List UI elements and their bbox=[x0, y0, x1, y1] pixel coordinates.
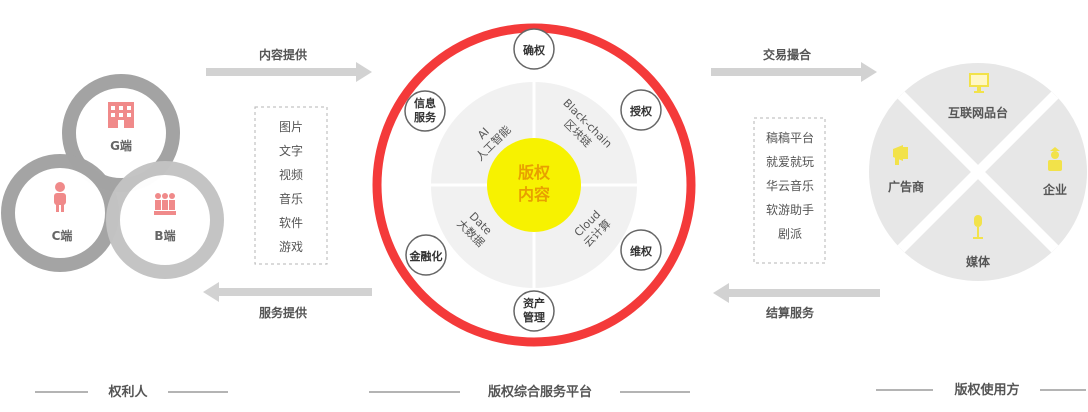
platform-list-item: 剧派 bbox=[778, 227, 802, 241]
node-confirm-rights: 确权 bbox=[513, 28, 555, 70]
quadrant-internet-platform-label: 互联网品台 bbox=[948, 105, 1008, 120]
settlement-arrow-head bbox=[713, 283, 729, 303]
content-type-item: 软件 bbox=[279, 216, 303, 230]
right-flow: 交易撮合 稿稿平台 就爱就玩 华云音乐 软游助手 剧派 结算服务 bbox=[711, 47, 880, 320]
content-type-box bbox=[254, 106, 328, 265]
node-protect-rights-label: 维权 bbox=[630, 244, 653, 258]
quadrant-enterprise: 企业 bbox=[1042, 147, 1067, 197]
group-icon bbox=[154, 193, 176, 215]
microphone-icon bbox=[973, 215, 983, 239]
node-confirm-rights-label: 确权 bbox=[523, 43, 546, 57]
circle-c-end: C端 bbox=[1, 154, 119, 272]
transaction-match-arrow-head bbox=[861, 62, 877, 82]
quadrant-media-label: 媒体 bbox=[966, 254, 991, 269]
service-provide-label: 服务提供 bbox=[259, 305, 307, 320]
node-financialize: 金融化 bbox=[405, 234, 447, 276]
node-information-service-line1: 信息 bbox=[414, 96, 436, 110]
c-end-label: C端 bbox=[52, 228, 73, 243]
quadrant-internet-platform: 互联网品台 bbox=[948, 73, 1008, 120]
quadrant-advertiser-label: 广告商 bbox=[888, 179, 924, 194]
platform-center: AI 人工智能 Black-chain 区块链 Cloud 云计算 Date 大… bbox=[372, 23, 696, 347]
node-authorize: 授权 bbox=[620, 89, 662, 131]
quadrant-advertiser: 广告商 bbox=[888, 145, 924, 194]
platform-list-item: 软游助手 bbox=[766, 203, 814, 217]
copyright-core-line2: 内容 bbox=[518, 185, 550, 204]
content-provide-arrow-head bbox=[356, 62, 372, 82]
content-provide-arrow-shaft bbox=[206, 68, 356, 76]
circle-g-end: G端 bbox=[62, 74, 180, 192]
left-flow: 内容提供 图片 文字 视频 音乐 软件 游戏 服务提供 bbox=[203, 47, 372, 320]
rights-holder-label: 权利人 bbox=[107, 384, 148, 400]
person-icon bbox=[54, 182, 66, 212]
copyright-core-line1: 版权 bbox=[517, 163, 551, 182]
platform-list-item: 就爱就玩 bbox=[766, 155, 814, 169]
quadrant-media: 媒体 bbox=[966, 215, 991, 269]
platform-list-item: 华云音乐 bbox=[766, 178, 814, 193]
content-type-item: 音乐 bbox=[279, 191, 303, 206]
content-type-item: 视频 bbox=[279, 167, 303, 182]
rights-holder-cluster: G端 C端 B端 bbox=[1, 74, 224, 279]
content-provide-label: 内容提供 bbox=[259, 47, 307, 62]
node-asset-management-line1: 资产 bbox=[523, 296, 545, 310]
building-icon bbox=[108, 102, 134, 128]
monitor-icon bbox=[969, 73, 989, 93]
service-provide-arrow-head bbox=[203, 282, 219, 302]
node-financialize-label: 金融化 bbox=[409, 249, 443, 263]
copyright-user-label: 版权使用方 bbox=[954, 382, 1019, 398]
worker-icon bbox=[1048, 147, 1062, 171]
node-asset-management: 资产 管理 bbox=[513, 290, 555, 332]
transaction-match-arrow-shaft bbox=[711, 68, 861, 76]
quadrant-enterprise-label: 企业 bbox=[1042, 182, 1067, 197]
node-information-service-line2: 服务 bbox=[414, 110, 437, 124]
section-labels: 权利人 版权综合服务平台 版权使用方 bbox=[35, 382, 1086, 400]
user-divider-2 bbox=[897, 91, 1059, 253]
circle-b-end: B端 bbox=[106, 161, 224, 279]
settlement-label: 结算服务 bbox=[766, 305, 815, 320]
node-asset-management-line2: 管理 bbox=[523, 310, 545, 324]
b-end-label: B端 bbox=[154, 228, 175, 243]
g-end-label: G端 bbox=[110, 138, 132, 153]
content-type-item: 游戏 bbox=[279, 240, 303, 254]
content-type-item: 文字 bbox=[279, 143, 303, 158]
content-type-item: 图片 bbox=[279, 120, 303, 134]
transaction-match-label: 交易撮合 bbox=[763, 47, 812, 62]
settlement-arrow-shaft bbox=[729, 289, 880, 297]
service-provide-arrow-shaft bbox=[219, 288, 372, 296]
node-protect-rights: 维权 bbox=[620, 229, 662, 271]
node-information-service: 信息 服务 bbox=[404, 90, 446, 132]
platform-label: 版权综合服务平台 bbox=[488, 384, 592, 400]
platform-list-item: 稿稿平台 bbox=[766, 130, 814, 145]
user-cluster: 互联网品台 企业 媒体 广告商 bbox=[869, 63, 1087, 281]
copyright-core bbox=[487, 138, 581, 232]
node-authorize-label: 授权 bbox=[630, 104, 653, 118]
megaphone-icon bbox=[893, 145, 908, 165]
